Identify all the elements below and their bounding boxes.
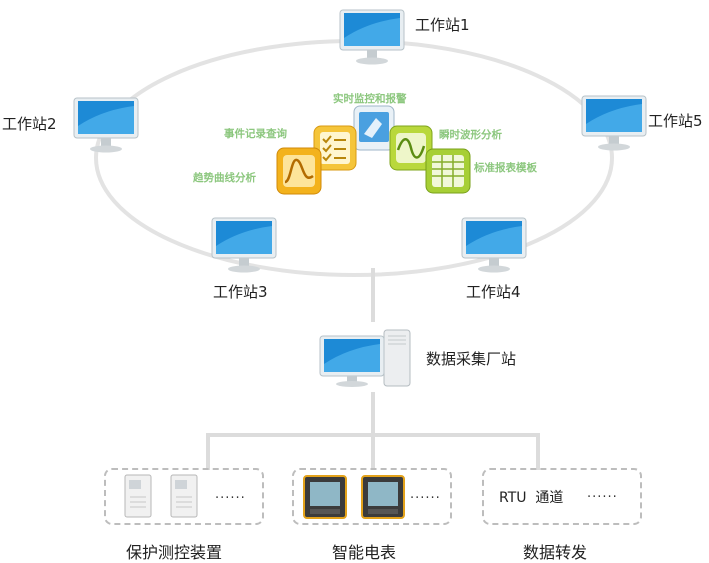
workstation-label: 工作站4 [466, 283, 521, 301]
waveform-icon [389, 125, 433, 171]
workstation-label: 工作站3 [213, 283, 268, 301]
server-label: 数据采集厂站 [426, 350, 517, 368]
rtu-group-label: 数据转发 [523, 543, 588, 562]
monitor-icon [581, 95, 647, 151]
feature-label: 瞬时波形分析 [439, 129, 502, 141]
smart-meter-group [292, 468, 452, 525]
more-channels-ellipsis: ...... [587, 486, 618, 501]
protection-device-icon [124, 474, 152, 518]
protection-group-label: 保护测控装置 [126, 543, 223, 562]
feature-label: 事件记录查询 [224, 128, 287, 140]
monitor-icon [339, 9, 405, 65]
event-log-icon [313, 125, 357, 171]
monitor-icon [461, 217, 527, 273]
more-devices-ellipsis: ...... [215, 487, 246, 502]
rtu-channel-label: RTU 通道 [499, 490, 564, 506]
report-template-icon [425, 148, 471, 194]
monitoring-app-icon [353, 105, 395, 151]
workstation-label: 工作站2 [2, 115, 57, 133]
monitor-icon [211, 217, 277, 273]
workstation-label: 工作站5 [648, 112, 703, 130]
trend-curve-icon [276, 147, 322, 195]
rtu-group [482, 468, 642, 525]
more-meters-ellipsis: ...... [410, 487, 441, 502]
feature-label: 标准报表模板 [474, 162, 537, 174]
monitor-icon [73, 97, 139, 153]
server-computer-icon [319, 329, 411, 387]
workstation-label: 工作站1 [415, 16, 470, 34]
protection-device-group [104, 468, 264, 525]
meter-group-label: 智能电表 [332, 543, 397, 562]
protection-device-icon [170, 474, 198, 518]
feature-label: 趋势曲线分析 [193, 172, 256, 184]
smart-meter-icon [361, 475, 405, 519]
smart-meter-icon [303, 475, 347, 519]
feature-label: 实时监控和报警 [333, 93, 407, 105]
